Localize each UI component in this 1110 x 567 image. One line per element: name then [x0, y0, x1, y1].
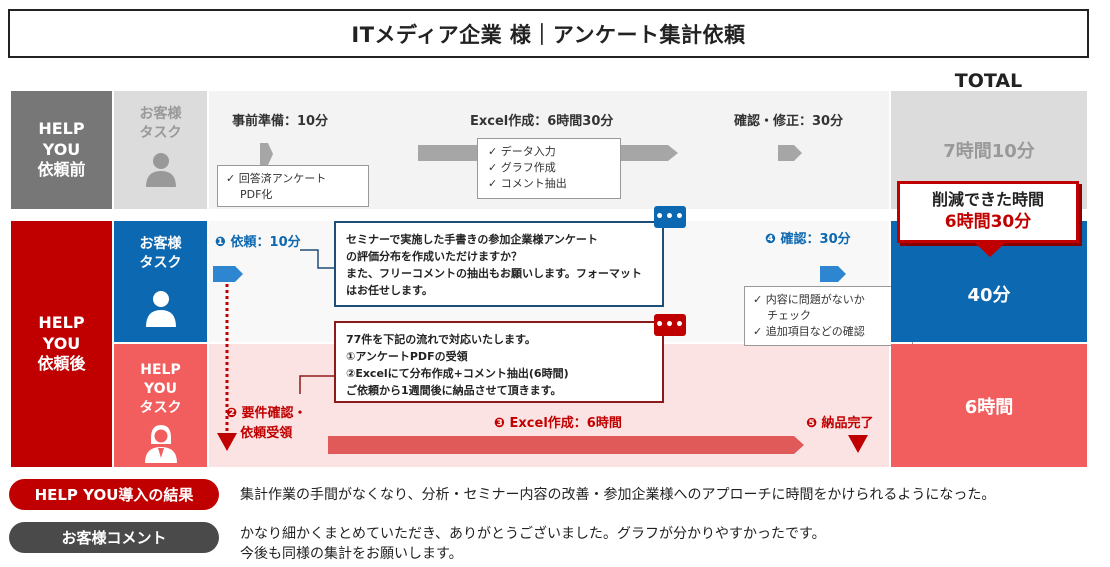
- before-step-prep: 事前準備：10分: [232, 114, 329, 129]
- after-step-confirm: ❹ 確認：30分: [765, 232, 851, 247]
- page-title: ITメディア企業 様｜アンケート集計依頼: [8, 9, 1089, 58]
- after-step-request: ❶ 依頼：10分: [215, 235, 301, 250]
- confirm-note: 内容に問題がないか チェック 追加項目などの確認: [744, 286, 913, 346]
- result-label: HELP YOU導入の結果: [9, 479, 219, 510]
- total-helpyou-after: 6時間: [891, 344, 1087, 467]
- before-step-excel: Excel作成：6時間30分: [470, 114, 614, 129]
- after-step-excel: ❸ Excel作成：6時間: [494, 416, 622, 431]
- after-customer-task-label: お客様 タスク: [114, 221, 207, 342]
- after-step-receive: ❷ 要件確認・ 依頼受領: [226, 406, 307, 441]
- prep-note: 回答済アンケート PDF化: [217, 165, 369, 207]
- prep-arrow: [260, 143, 273, 165]
- reduction-pointer: [975, 243, 1005, 257]
- comment-label: お客様コメント: [9, 522, 219, 553]
- person-icon: [145, 290, 176, 327]
- total-header: TOTAL: [954, 70, 1023, 92]
- connector-lines: [217, 249, 335, 451]
- check-arrow: [778, 145, 802, 161]
- chat-icon: •••: [654, 314, 686, 336]
- excel-red-arrow: [328, 436, 804, 454]
- confirm-arrow: [820, 266, 846, 282]
- chat-icon: •••: [654, 206, 686, 228]
- person-icon: [145, 152, 176, 187]
- after-helpyou-task-label: HELP YOU タスク: [114, 344, 207, 467]
- before-customer-task-label: お客様 タスク: [114, 91, 207, 209]
- request-arrow: [213, 266, 243, 282]
- after-step-deliver: ❺ 納品完了: [806, 416, 874, 431]
- before-step-check: 確認・修正：30分: [734, 114, 844, 129]
- reduction-callout: 削減できた時間 6時間30分: [897, 181, 1079, 243]
- response-bubble: 77件を下記の流れで対応いたします。 ①アンケートPDFの受領 ②Excelにて…: [334, 321, 664, 403]
- assistant-icon: [144, 424, 177, 463]
- excel-note: データ入力 グラフ作成 コメント抽出: [477, 138, 621, 199]
- request-bubble: セミナーで実施した手書きの参加企業様アンケート の評価分布を作成いただけますか？…: [334, 221, 664, 307]
- comment-text: かなり細かくまとめていただき、ありがとうございました。グラフが分かりやすかったで…: [240, 526, 826, 563]
- deliver-marker: [848, 435, 868, 453]
- result-text: 集計作業の手間がなくなり、分析・セミナー内容の改善・参加企業様へのアプローチに時…: [240, 487, 996, 503]
